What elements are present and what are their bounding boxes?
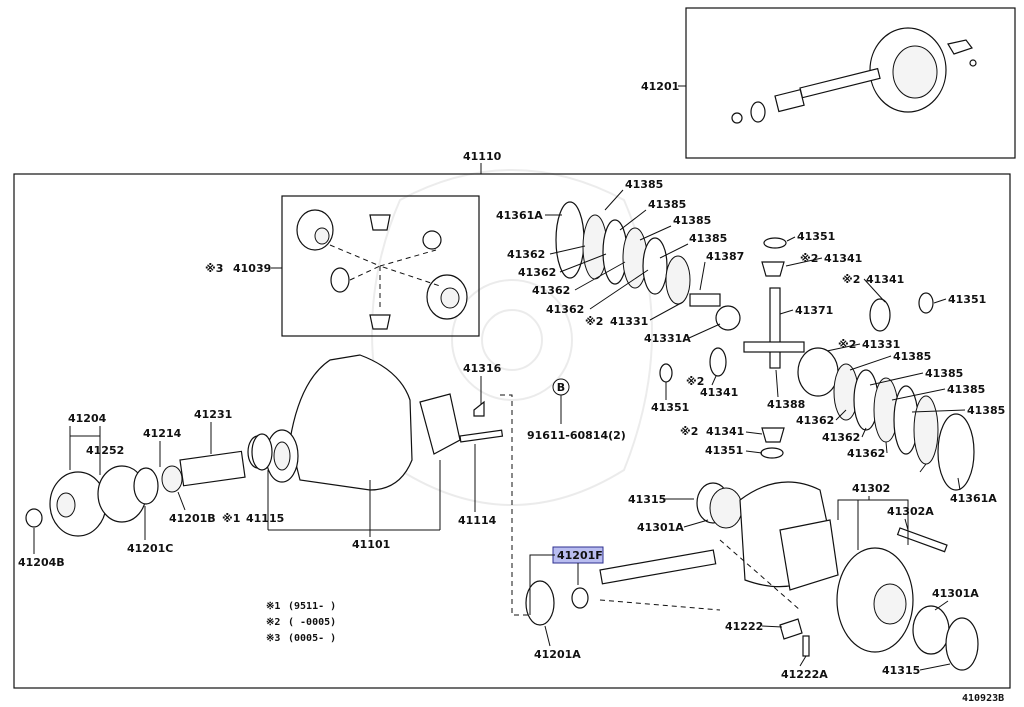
label-41114[interactable]: 41114 bbox=[458, 514, 497, 527]
label-41204B[interactable]: 41204B bbox=[18, 556, 65, 569]
label-41231[interactable]: 41231 bbox=[194, 408, 232, 421]
label-41101[interactable]: 41101 bbox=[352, 538, 390, 551]
label-41385-c[interactable]: 41385 bbox=[673, 214, 711, 227]
label-41252[interactable]: 41252 bbox=[86, 444, 124, 457]
label-41385-e[interactable]: 41385 bbox=[893, 350, 931, 363]
label-41201A[interactable]: 41201A bbox=[534, 648, 581, 661]
label-41351-c[interactable]: 41351 bbox=[651, 401, 689, 414]
label-bolt-91611-60814[interactable]: 91611-60814(2) bbox=[527, 429, 626, 442]
label-41331-b[interactable]: 41331 bbox=[862, 338, 900, 351]
label-41301A-b[interactable]: 41301A bbox=[932, 587, 979, 600]
label-41341-a-mark: ※2 bbox=[800, 252, 818, 265]
drive-flange-illustration bbox=[25, 435, 269, 537]
note-3-text: (0005- ) bbox=[288, 633, 336, 644]
label-41362-b[interactable]: 41362 bbox=[518, 266, 556, 279]
label-41362-d[interactable]: 41362 bbox=[546, 303, 584, 316]
validity-notes: ※1 (9511- ) ※2 ( -0005) ※3 (0005- ) bbox=[266, 601, 336, 644]
label-41115[interactable]: 41115 bbox=[246, 512, 284, 525]
label-41351-a[interactable]: 41351 bbox=[797, 230, 835, 243]
clutch-stack-lower-illustration bbox=[797, 347, 975, 491]
assembly-frame-41110 bbox=[13, 173, 1011, 689]
label-41351-b[interactable]: 41351 bbox=[948, 293, 986, 306]
label-41362-a[interactable]: 41362 bbox=[507, 248, 545, 261]
label-41362-e[interactable]: 41362 bbox=[796, 414, 834, 427]
label-41341-c-mark: ※2 bbox=[686, 375, 704, 388]
note-2-mark: ※2 bbox=[266, 617, 280, 628]
label-41351-d[interactable]: 41351 bbox=[705, 444, 743, 457]
label-41316[interactable]: 41316 bbox=[463, 362, 502, 375]
guide-dashed-1 bbox=[500, 394, 530, 616]
label-41331-a-mark: ※2 bbox=[585, 315, 603, 328]
inset-frame-41039 bbox=[281, 195, 480, 337]
label-41302A[interactable]: 41302A bbox=[887, 505, 934, 518]
differential-case-illustration bbox=[525, 481, 979, 671]
label-41385-d[interactable]: 41385 bbox=[689, 232, 727, 245]
ring-pinion-illustration bbox=[731, 27, 977, 124]
label-41222A[interactable]: 41222A bbox=[781, 668, 828, 681]
diff-gear-kit-illustration bbox=[296, 209, 468, 330]
label-41341-b-mark: ※2 bbox=[842, 273, 860, 286]
label-41341-c[interactable]: 41341 bbox=[700, 386, 738, 399]
label-41201B[interactable]: 41201B bbox=[169, 512, 216, 525]
label-41362-c[interactable]: 41362 bbox=[532, 284, 570, 297]
label-41214[interactable]: 41214 bbox=[143, 427, 182, 440]
label-41371[interactable]: 41371 bbox=[795, 304, 833, 317]
inset-frame-41201 bbox=[685, 7, 1016, 159]
label-41385-g[interactable]: 41385 bbox=[947, 383, 985, 396]
guide-dashed-2 bbox=[599, 539, 801, 611]
carrier-housing-illustration bbox=[251, 354, 504, 491]
label-41388[interactable]: 41388 bbox=[767, 398, 805, 411]
label-41385-h[interactable]: 41385 bbox=[967, 404, 1005, 417]
label-41039-mark: ※3 bbox=[205, 262, 223, 275]
label-41302[interactable]: 41302 bbox=[852, 482, 890, 495]
label-41362-f[interactable]: 41362 bbox=[822, 431, 860, 444]
label-41331A[interactable]: 41331A bbox=[644, 332, 691, 345]
bracket-41316 bbox=[473, 400, 485, 417]
label-41341-b[interactable]: 41341 bbox=[866, 273, 904, 286]
label-41341-a[interactable]: 41341 bbox=[824, 252, 862, 265]
label-41110[interactable]: 41110 bbox=[463, 150, 502, 163]
label-41204[interactable]: 41204 bbox=[68, 412, 107, 425]
label-41201-top[interactable]: 41201 bbox=[641, 80, 679, 93]
label-41341-d-mark: ※2 bbox=[680, 425, 698, 438]
note-2-text: ( -0005) bbox=[288, 617, 336, 628]
label-41315-a[interactable]: 41315 bbox=[628, 493, 666, 506]
spider-cross-illustration bbox=[659, 237, 934, 459]
label-41385-f[interactable]: 41385 bbox=[925, 367, 963, 380]
clutch-stack-upper-illustration bbox=[555, 201, 741, 331]
note-1-text: (9511- ) bbox=[288, 601, 336, 612]
note-3-mark: ※3 bbox=[266, 633, 280, 644]
label-41362-g[interactable]: 41362 bbox=[847, 447, 885, 460]
label-41331-b-mark: ※2 bbox=[838, 338, 856, 351]
label-41115-mark: ※1 bbox=[222, 512, 240, 525]
label-41341-d[interactable]: 41341 bbox=[706, 425, 744, 438]
note-1-mark: ※1 bbox=[266, 601, 280, 612]
label-41315-b[interactable]: 41315 bbox=[882, 664, 920, 677]
label-41385-b[interactable]: 41385 bbox=[648, 198, 686, 211]
label-41361A-b[interactable]: 41361A bbox=[950, 492, 997, 505]
label-41387[interactable]: 41387 bbox=[706, 250, 744, 263]
label-41301A-a[interactable]: 41301A bbox=[637, 521, 684, 534]
label-41201C[interactable]: 41201C bbox=[127, 542, 173, 555]
label-41361A-a[interactable]: 41361A bbox=[496, 209, 543, 222]
label-41222[interactable]: 41222 bbox=[725, 620, 763, 633]
label-41039[interactable]: 41039 bbox=[233, 262, 271, 275]
diagram-id: 410923B bbox=[962, 693, 1004, 704]
bolt-ref-letter: B bbox=[557, 381, 565, 394]
label-41201F[interactable]: 41201F bbox=[557, 549, 603, 562]
label-41385-a[interactable]: 41385 bbox=[625, 178, 663, 191]
label-41331-a[interactable]: 41331 bbox=[610, 315, 648, 328]
